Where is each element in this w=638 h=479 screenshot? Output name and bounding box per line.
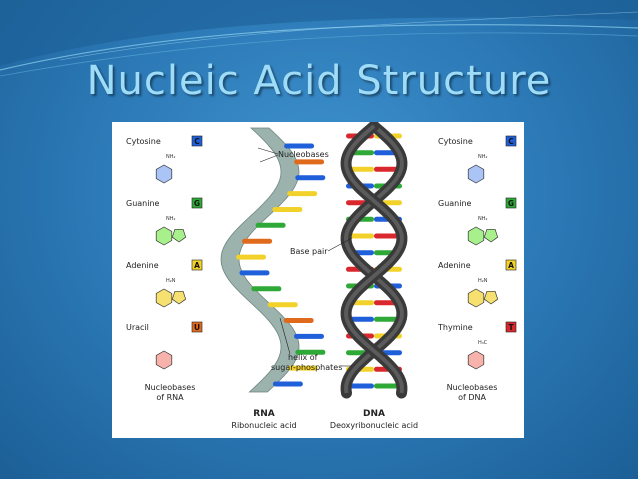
base-name: Thymine (437, 323, 473, 332)
dna-nucleobases-line1: Nucleobases (447, 383, 498, 392)
base-substituent: H₂N (478, 278, 488, 284)
base-entry-guanine: Guanine G NH₂ (438, 197, 517, 246)
rna-base-cytosine (284, 143, 315, 149)
base-name: Guanine (438, 199, 472, 208)
rna-subtitle: Ribonucleic acid (231, 421, 296, 430)
base-name: Cytosine (438, 137, 473, 146)
dna-backbone-highlight (344, 124, 404, 394)
base-letter-badge (505, 259, 517, 271)
base-letter-badge (191, 197, 203, 209)
base-letter: G (194, 199, 200, 208)
rna-helix (220, 127, 326, 393)
rna-base-adenine (287, 191, 318, 197)
decorative-swoosh (0, 0, 638, 77)
helix-pointer (279, 317, 291, 355)
base-name: Adenine (438, 261, 471, 270)
rna-nucleobases-line1: Nucleobases (145, 383, 196, 392)
base-letter: C (194, 137, 200, 146)
base-ring (467, 226, 485, 246)
dna-base-cytosine (346, 383, 374, 389)
base-substituent: H₃C (478, 340, 488, 346)
base-entry-thymine: Thymine T H₃C (437, 321, 517, 370)
rna-base-cytosine (294, 333, 324, 339)
base-letter: T (508, 323, 514, 332)
base-substituent: NH₂ (478, 216, 488, 222)
rna-base-guanine (255, 222, 286, 228)
nucleobases-pointer (257, 147, 279, 155)
base-name: Uracil (126, 323, 149, 332)
base-ring-five (483, 228, 499, 243)
base-substituent: NH₂ (166, 154, 176, 160)
rna-base-guanine (295, 349, 326, 355)
base-letter: C (508, 137, 514, 146)
base-ring (467, 350, 485, 370)
base-entry-uracil: Uracil U (126, 321, 203, 370)
rna-base-adenine (272, 207, 303, 212)
base-columns: Cytosine C NH₂ Guanine G NH₂ Adenine A H₂N Uracil… (126, 135, 517, 370)
base-name: Adenine (126, 261, 159, 270)
helix-label-line2: sugar-phosphates (271, 363, 342, 372)
base-letter-badge (505, 135, 517, 147)
base-letter-badge (191, 321, 203, 333)
base-letter-badge (505, 321, 517, 333)
dna-title: DNA (363, 409, 385, 419)
nucleic-acid-diagram: Cytosine C NH₂ Guanine G NH₂ Adenine A H₂N Uracil… (126, 122, 517, 430)
nucleobases-label: Nucleobases (278, 150, 329, 159)
slide-title: Nucleic Acid Structure (86, 58, 552, 104)
base-letter: A (194, 261, 200, 270)
dna-base-thymine (374, 233, 402, 239)
dna-base-guanine (374, 383, 402, 389)
base-name: Guanine (126, 199, 160, 208)
base-ring (155, 350, 173, 370)
base-ring-five (483, 290, 499, 305)
dna-nucleobases-line2: of DNA (458, 393, 486, 402)
base-letter-badge (505, 197, 517, 209)
base-letter: U (194, 323, 200, 332)
base-entry-guanine: Guanine G NH₂ (126, 197, 203, 246)
helix-label-line1: helix of (288, 353, 318, 362)
rna-base-uracil (283, 318, 314, 323)
base-substituent: H₂N (166, 278, 176, 284)
base-ring-five (171, 228, 187, 243)
base-entry-adenine: Adenine A H₂N (438, 259, 517, 308)
base-ring (467, 288, 485, 308)
rna-base-adenine (236, 254, 267, 260)
base-substituent: NH₂ (478, 154, 488, 160)
rna-nucleobases-line2: of RNA (156, 393, 184, 402)
base-letter-badge (191, 135, 203, 147)
rna-base-uracil (242, 238, 273, 244)
base-pair-pointer (327, 237, 353, 252)
base-ring (155, 226, 173, 246)
base-name: Cytosine (126, 137, 161, 146)
base-pair-label: Base pair (290, 247, 328, 256)
dna-helix (340, 122, 408, 399)
base-entry-adenine: Adenine A H₂N (126, 259, 203, 308)
base-ring (467, 164, 485, 184)
base-ring (155, 164, 173, 184)
base-entry-cytosine: Cytosine C NH₂ (126, 135, 203, 184)
rna-base-cytosine (272, 381, 303, 387)
base-entry-cytosine: Cytosine C NH₂ (438, 135, 517, 184)
rna-base-uracil (294, 159, 325, 165)
base-letter: G (508, 199, 514, 208)
base-letter-badge (191, 259, 203, 271)
rna-base-adenine (267, 302, 298, 308)
rna-base-guanine (251, 286, 282, 292)
diagram-panel: Cytosine C NH₂ Guanine G NH₂ Adenine A H₂N Uracil… (112, 122, 524, 438)
rna-base-adenine (287, 365, 318, 371)
dna-base-adenine (346, 233, 374, 239)
rna-title: RNA (253, 409, 274, 419)
nucleobases-pointer (259, 154, 279, 163)
base-letter: A (508, 261, 514, 270)
rna-base-cytosine (295, 175, 326, 181)
base-ring (155, 288, 173, 308)
base-ring-five (171, 290, 187, 305)
rna-base-cytosine (239, 270, 270, 276)
rna-backbone (220, 127, 300, 393)
dna-subtitle: Deoxyribonucleic acid (330, 421, 418, 430)
base-substituent: NH₂ (166, 216, 176, 222)
